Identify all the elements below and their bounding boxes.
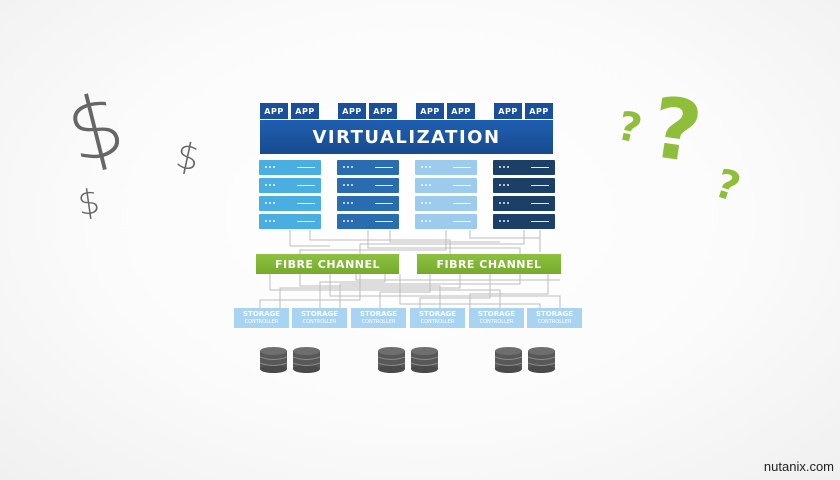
server-unit <box>415 160 477 175</box>
storage-controller-sublabel: CONTROLLER <box>361 319 396 325</box>
footer-url: nutanix.com <box>763 459 834 474</box>
storage-controller-label: STORAGE <box>300 310 339 318</box>
disk-icon <box>260 347 287 373</box>
server-unit <box>415 178 477 193</box>
disk-icon <box>411 347 438 373</box>
server-unit <box>493 214 555 229</box>
disk-icon <box>528 347 555 373</box>
storage-controller-label: STORAGE <box>242 310 281 318</box>
storage-controller-sublabel: CONTROLLER <box>420 319 455 325</box>
server-unit <box>415 196 477 211</box>
app-tag: APP <box>291 103 319 119</box>
app-tag: APP <box>338 103 366 119</box>
app-tag: APP <box>416 103 444 119</box>
small-dollar-icon: $ <box>75 181 103 225</box>
fibre-channel-switch-right: FIBRE CHANNEL <box>417 254 561 274</box>
storage-controller-sublabel: CONTROLLER <box>537 319 572 325</box>
storage-controller-label: STORAGE <box>418 310 457 318</box>
app-tag: APP <box>369 103 397 119</box>
server-unit <box>337 178 399 193</box>
server-unit <box>259 196 321 211</box>
server-unit <box>415 214 477 229</box>
app-tag: APP <box>260 103 288 119</box>
storage-controller-sublabel: CONTROLLER <box>302 319 337 325</box>
server-unit <box>259 160 321 175</box>
storage-controller-sublabel: CONTROLLER <box>244 319 279 325</box>
storage-controller-label: STORAGE <box>359 310 398 318</box>
storage-controller-label: STORAGE <box>535 310 574 318</box>
server-unit <box>337 196 399 211</box>
server-unit <box>493 178 555 193</box>
fibre-channel-switch-left: FIBRE CHANNEL <box>256 254 399 274</box>
app-tag: APP <box>447 103 475 119</box>
storage-controller-label: STORAGE <box>477 310 516 318</box>
server-unit <box>337 160 399 175</box>
disk-icon <box>495 347 522 373</box>
server-unit <box>493 196 555 211</box>
server-unit <box>493 160 555 175</box>
app-tag: APP <box>494 103 522 119</box>
server-unit <box>259 214 321 229</box>
disk-icon <box>293 347 320 373</box>
server-unit <box>337 214 399 229</box>
storage-controller-sublabel: CONTROLLER <box>479 319 514 325</box>
server-unit <box>259 178 321 193</box>
virtualization-layer: VIRTUALIZATION <box>260 120 553 154</box>
app-tag: APP <box>525 103 553 119</box>
disk-icon <box>378 347 405 373</box>
